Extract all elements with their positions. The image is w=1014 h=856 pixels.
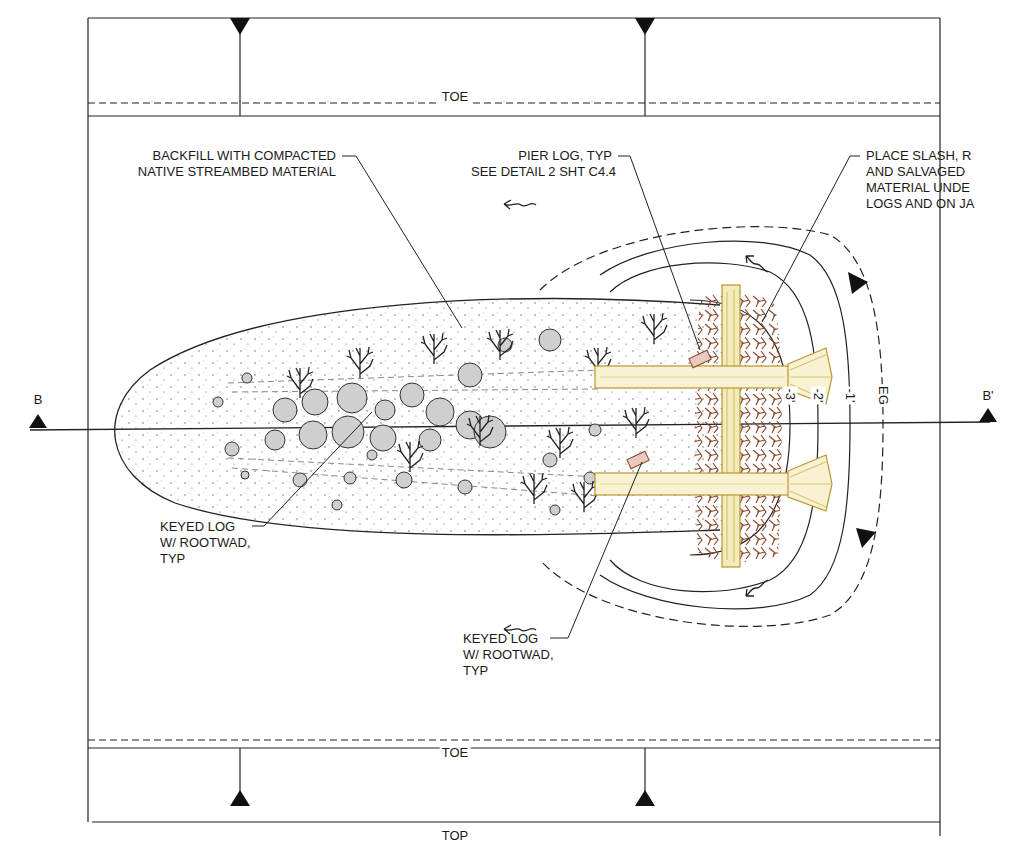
boulders — [213, 329, 601, 515]
callout-label: TOE — [440, 89, 471, 104]
callout-label: TYP — [463, 663, 488, 678]
callout-label: B — [34, 392, 43, 407]
section-markers — [848, 272, 876, 548]
callout-label: PIER LOG, TYP — [518, 148, 612, 163]
callout-label: BACKFILL WITH COMPACTED — [153, 148, 336, 163]
callout-label: TYP — [160, 551, 185, 566]
callout-label: -2' — [811, 386, 826, 404]
callout-label: MATERIAL UNDE — [866, 180, 970, 195]
callout-label: LOGS AND ON JA — [866, 196, 974, 211]
callout-label: EG — [876, 384, 891, 407]
channel-lines — [88, 18, 940, 836]
pier-logs — [627, 350, 711, 469]
callout-label: PLACE SLASH, R — [866, 148, 972, 163]
callout-label: NATIVE STREAMBED MATERIAL — [138, 164, 336, 179]
backfill-area — [115, 299, 720, 535]
callout-label: W/ ROOTWAD, — [160, 535, 251, 550]
grade-contours — [540, 227, 883, 627]
callout-label: AND SALVAGED — [866, 164, 965, 179]
callout-label: TOP — [442, 828, 469, 843]
buried-log-lines — [228, 370, 600, 496]
callout-label: KEYED LOG — [160, 519, 235, 534]
callout-label: -3' — [783, 386, 798, 404]
callout-label: -1' — [843, 386, 858, 404]
leader-lines — [252, 156, 860, 638]
callout-label: TOE — [440, 745, 471, 760]
callout-label: SEE DETAIL 2 SHT C4.4 — [471, 164, 616, 179]
callout-label: W/ ROOTWAD, — [463, 647, 554, 662]
flow-arrows — [504, 200, 768, 634]
callout-label: KEYED LOG — [463, 631, 538, 646]
callout-label: B' — [982, 388, 993, 403]
logs — [595, 285, 832, 567]
